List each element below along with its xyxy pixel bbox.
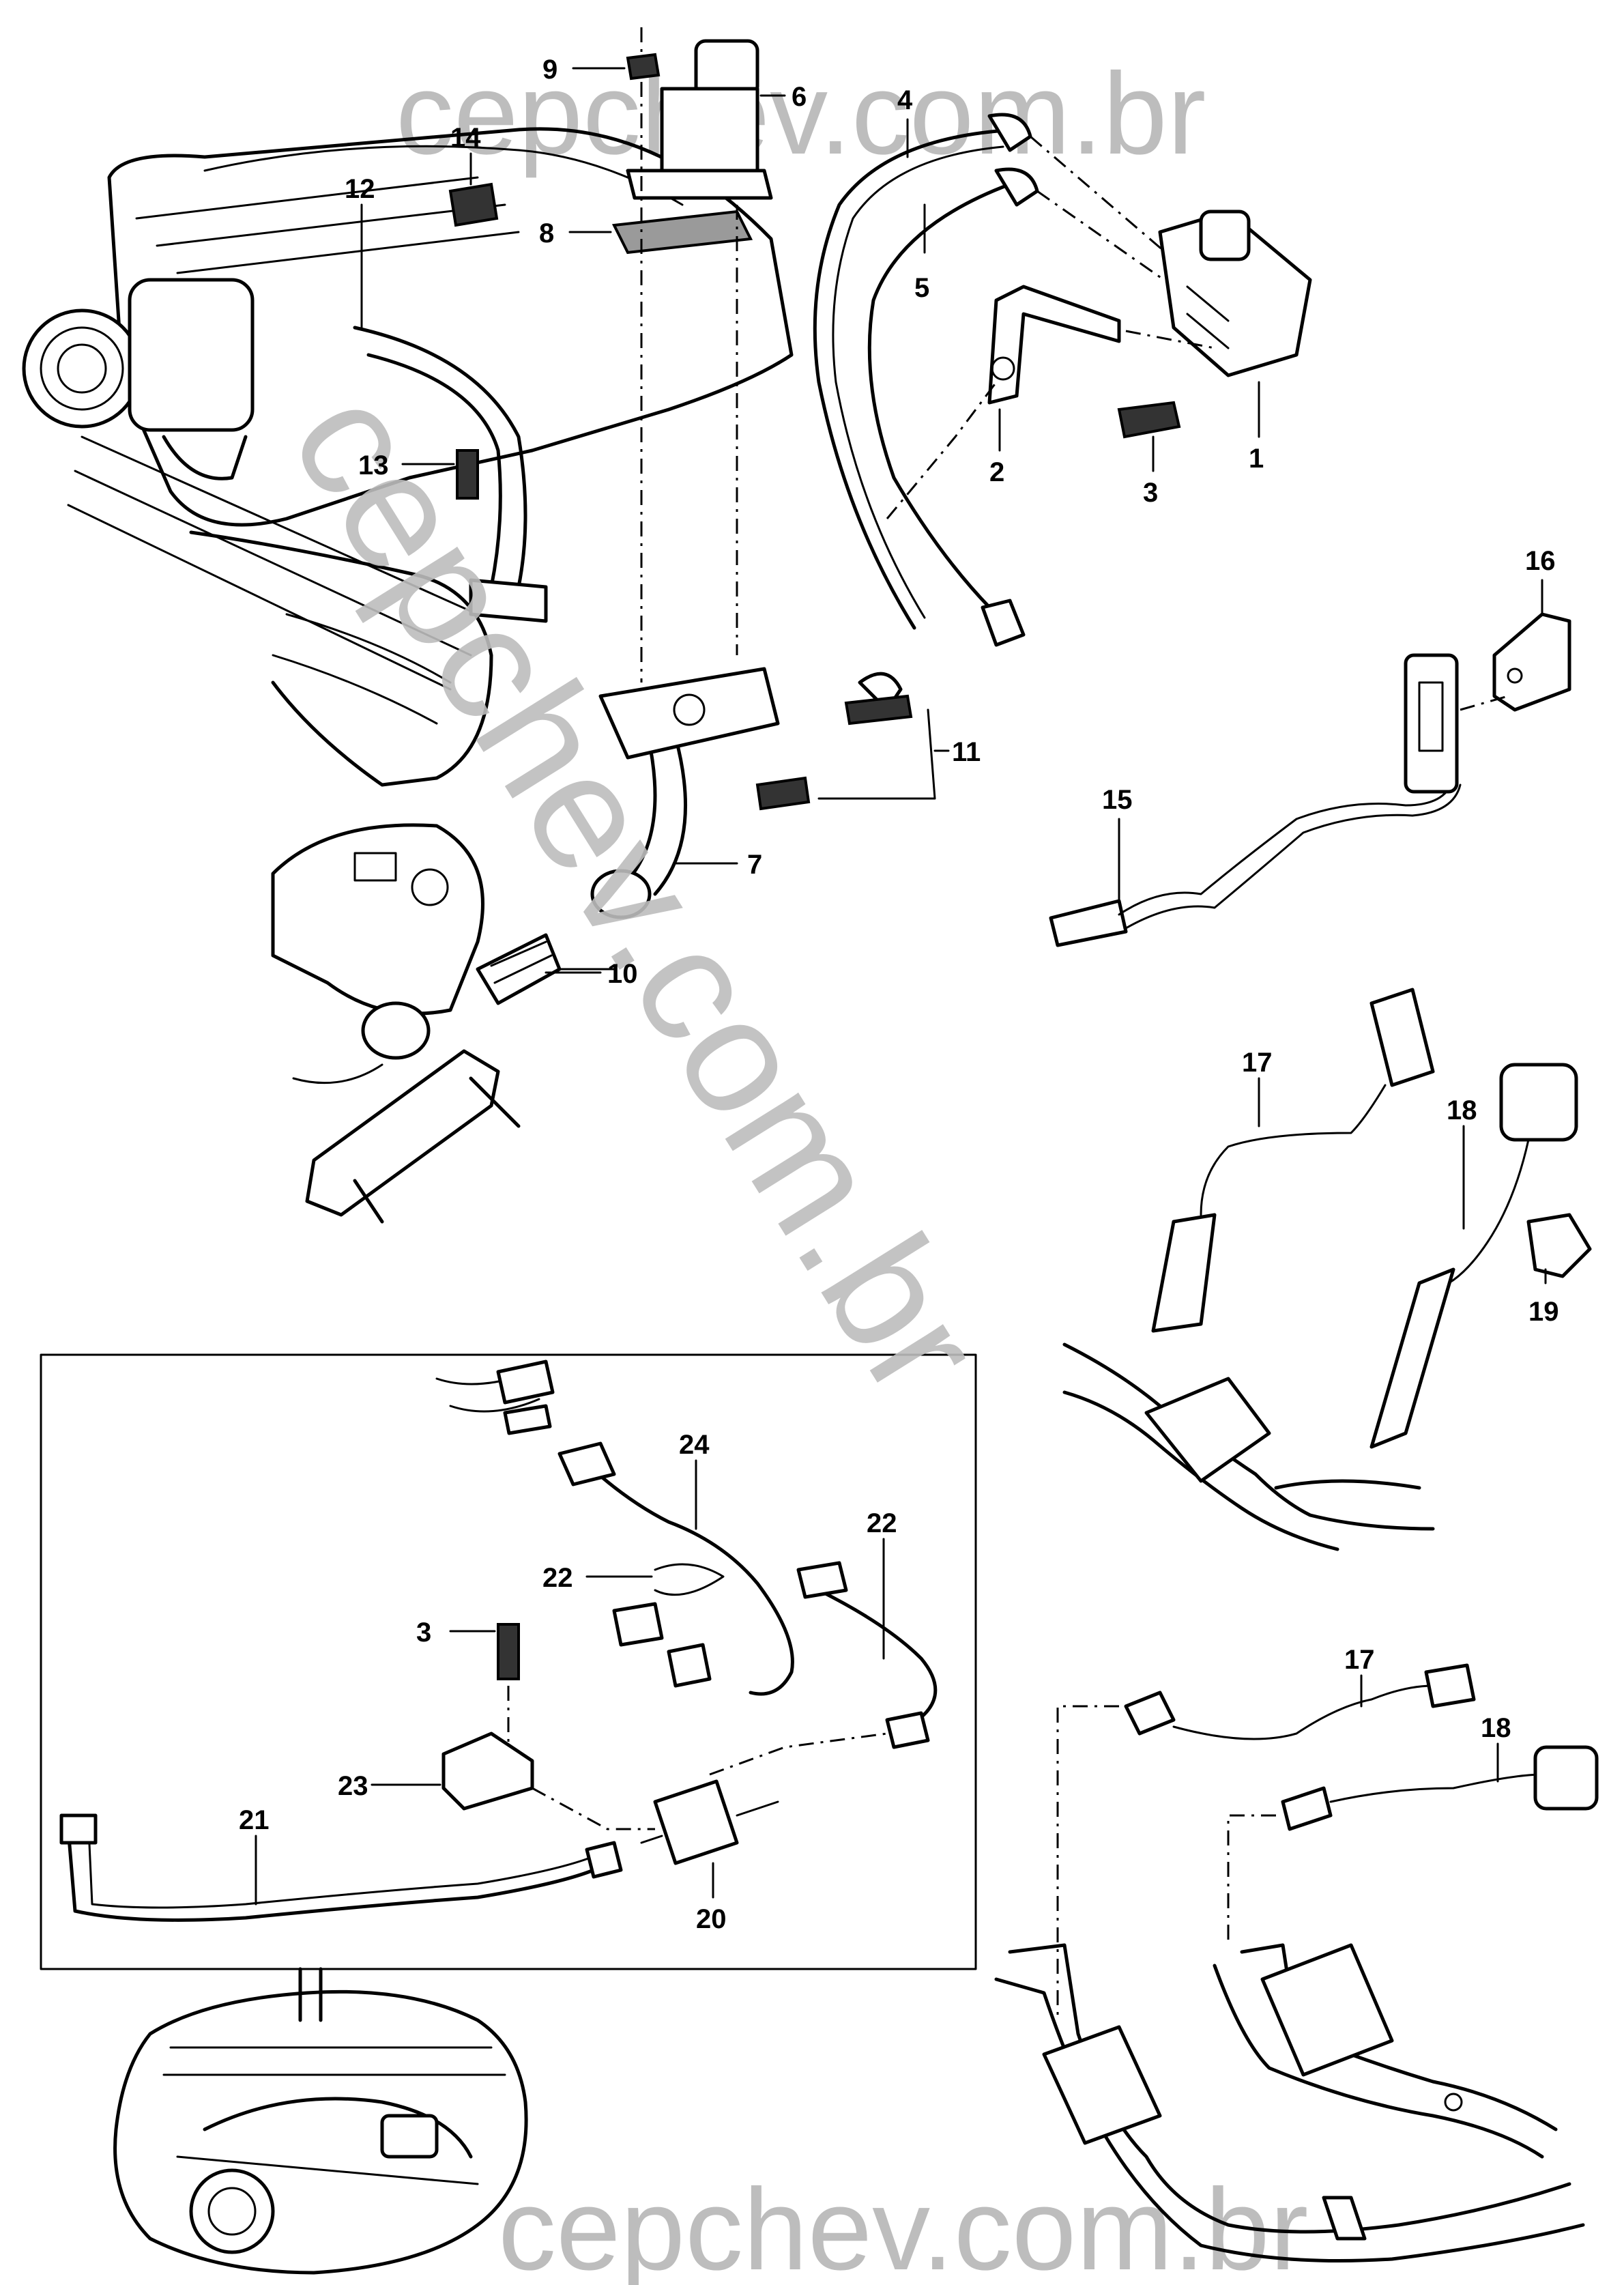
callout-5: 5 bbox=[914, 273, 929, 303]
bolt-3-inset bbox=[497, 1623, 520, 1680]
catalytic-converter-upper bbox=[1062, 1342, 1435, 1551]
callout-22-right: 22 bbox=[867, 1508, 897, 1538]
bracket-23 bbox=[441, 1731, 534, 1811]
hose-12 bbox=[353, 326, 527, 589]
sensor-22-right bbox=[796, 1561, 938, 1749]
engine-overview-thumbnail bbox=[113, 1967, 528, 2275]
hose-21 bbox=[66, 1827, 596, 1922]
clip-19 bbox=[1526, 1213, 1592, 1278]
callout-22-left: 22 bbox=[542, 1563, 573, 1593]
stud-13 bbox=[456, 449, 479, 500]
callout-7: 7 bbox=[747, 850, 762, 880]
bolts-11 bbox=[755, 694, 913, 811]
callout-20: 20 bbox=[696, 1904, 727, 1934]
watermark-bottom: cepchev.com.br bbox=[498, 2165, 1308, 2285]
adapter-10 bbox=[476, 933, 562, 1005]
solenoid-1 bbox=[1158, 210, 1312, 377]
callout-3-inset: 3 bbox=[416, 1618, 431, 1648]
callout-6: 6 bbox=[792, 82, 807, 112]
hose-24 bbox=[585, 1462, 794, 1696]
egr-valve-6 bbox=[626, 39, 773, 200]
exhaust-pipes-lower bbox=[994, 1943, 1585, 2262]
callout-8: 8 bbox=[539, 218, 554, 248]
sensor-18-upper bbox=[1369, 1063, 1578, 1449]
callout-23: 23 bbox=[338, 1771, 368, 1801]
sensor-17-upper bbox=[1151, 988, 1435, 1333]
callout-11: 11 bbox=[952, 737, 981, 767]
callout-24: 24 bbox=[679, 1430, 710, 1460]
callouts: 1 2 3 4 5 6 7 8 9 10 11 12 13 bbox=[239, 55, 1559, 1934]
callout-18: 18 bbox=[1447, 1095, 1477, 1125]
callout-10: 10 bbox=[607, 959, 638, 989]
callout-1: 1 bbox=[1249, 444, 1264, 474]
bracket-2 bbox=[987, 285, 1121, 405]
nut-9 bbox=[626, 53, 661, 81]
vacuum-hose-4 bbox=[813, 128, 1019, 630]
bracket-16 bbox=[1492, 612, 1571, 712]
callout-17-lower: 17 bbox=[1344, 1645, 1375, 1675]
callout-18-lower: 18 bbox=[1481, 1713, 1511, 1743]
sensor-17-lower bbox=[1124, 1663, 1476, 1740]
inset-box bbox=[40, 1353, 977, 1970]
callout-14: 14 bbox=[450, 123, 481, 153]
oxygen-sensor-15 bbox=[1049, 653, 1462, 947]
callout-3: 3 bbox=[1143, 478, 1158, 508]
callout-2: 2 bbox=[989, 457, 1004, 487]
callout-12: 12 bbox=[345, 174, 375, 204]
gasket-8 bbox=[611, 210, 753, 255]
sensor-22-left bbox=[612, 1563, 725, 1688]
inset-pipes-drawing bbox=[435, 1360, 555, 1435]
egr-adapter-plate bbox=[598, 667, 780, 760]
intake-manifold-drawing bbox=[22, 127, 794, 1224]
egr-pipe-7 bbox=[626, 735, 657, 882]
solenoid-20 bbox=[640, 1779, 779, 1865]
watermark-diagonal: cepchev.com.br bbox=[257, 358, 1019, 1426]
watermark-top: cepchev.com.br bbox=[396, 49, 1206, 179]
callout-16: 16 bbox=[1525, 546, 1556, 576]
callout-13: 13 bbox=[358, 450, 389, 480]
callout-17: 17 bbox=[1242, 1048, 1273, 1078]
callout-9: 9 bbox=[542, 55, 557, 85]
callout-21: 21 bbox=[239, 1805, 270, 1835]
sensor-18-lower bbox=[1281, 1745, 1599, 1831]
stud-14 bbox=[448, 182, 499, 227]
vacuum-hose-5 bbox=[867, 182, 1012, 616]
callout-15: 15 bbox=[1102, 785, 1133, 815]
callout-4: 4 bbox=[897, 85, 913, 115]
callout-19: 19 bbox=[1528, 1297, 1559, 1327]
bolt-3 bbox=[1117, 401, 1181, 439]
